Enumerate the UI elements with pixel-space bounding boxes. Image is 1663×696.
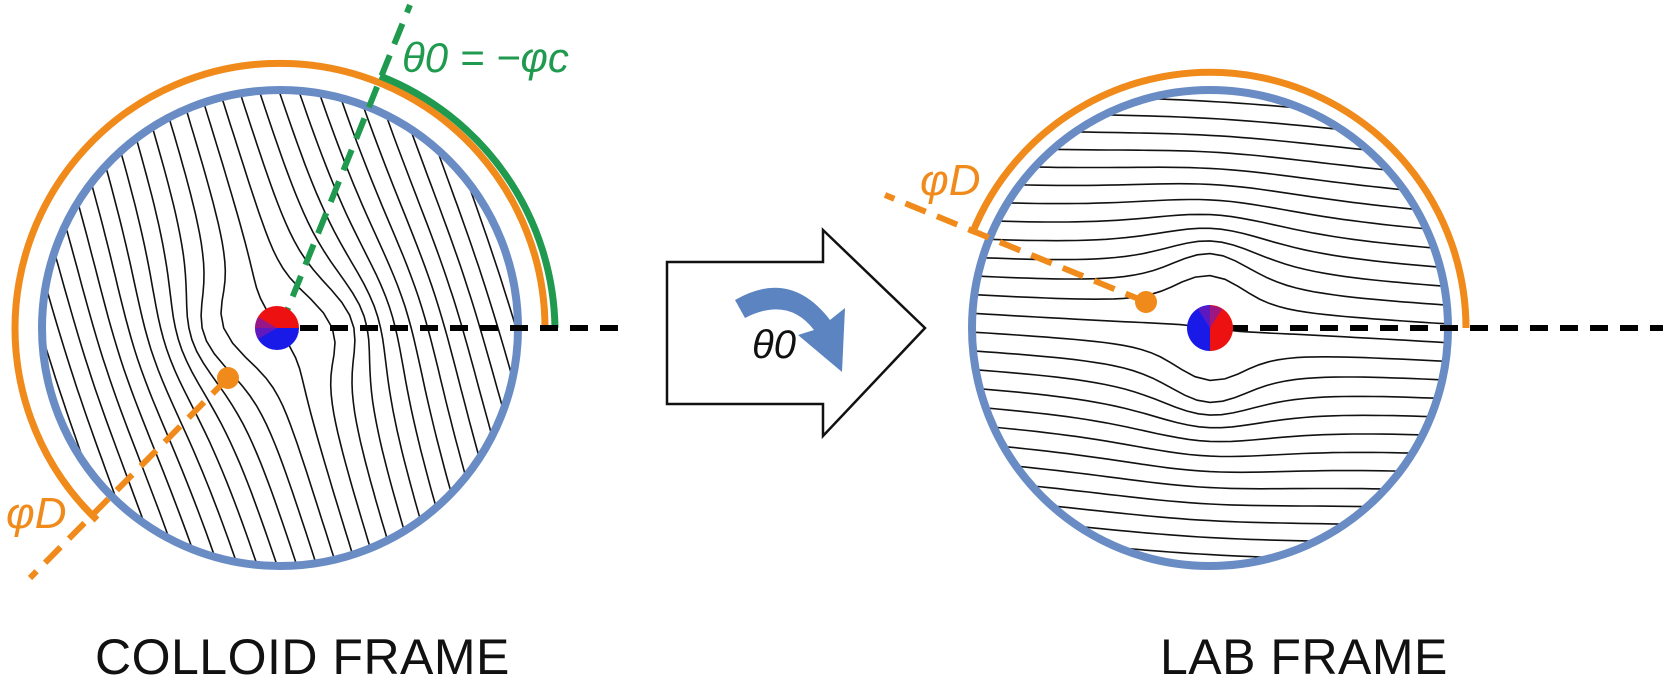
- rotate-arrow-icon: [735, 287, 845, 372]
- field-line: [972, 510, 1448, 549]
- colloid-frame-green-arc: [378, 72, 559, 329]
- field-line: [972, 364, 1448, 416]
- field-line: [44, 90, 241, 566]
- field-line: [972, 456, 1448, 494]
- field-line: [972, 240, 1448, 292]
- lab-frame-caption: LAB FRAME: [1160, 629, 1448, 685]
- colloid-frame-theta-label: θ0 = −φc: [402, 34, 569, 81]
- transform-arrow-shape: [665, 227, 927, 440]
- field-line: [972, 227, 1448, 274]
- field-line: [972, 274, 1448, 329]
- colloid-frame-green-dashed-line: [277, 3, 413, 330]
- colloid-frame-orange-dashed-line: [27, 375, 231, 581]
- field-line: [972, 382, 1448, 429]
- field-line: [140, 90, 339, 566]
- colloid-frame-defect-point: [217, 367, 239, 389]
- field-line: [972, 492, 1448, 531]
- field-line: [972, 143, 1448, 182]
- field-line: [42, 90, 183, 566]
- lab-frame-orange-arc: [968, 68, 1470, 329]
- colloid-frame-particle: [255, 306, 299, 350]
- field-line: [972, 345, 1448, 404]
- field-line: [972, 327, 1448, 382]
- field-line: [42, 90, 202, 566]
- field-line: [159, 90, 358, 566]
- transform-arrow: θ0: [665, 227, 927, 440]
- field-line: [42, 90, 164, 566]
- field-line: [972, 125, 1448, 164]
- lab-frame-particle: [1187, 305, 1233, 351]
- colloid-frame-caption: COLLOID FRAME: [95, 629, 510, 685]
- field-line: [82, 90, 280, 566]
- lab-frame-orange-dashed-line: [883, 192, 1148, 305]
- field-line: [42, 90, 125, 566]
- colloid-frame-orange-arc: [11, 59, 549, 523]
- field-line: [972, 90, 1448, 128]
- field-line: [972, 107, 1448, 146]
- field-line: [972, 474, 1448, 513]
- colloid-frame-phi-d-label: φD: [6, 489, 66, 538]
- field-line: [217, 90, 416, 566]
- field-line: [972, 252, 1448, 311]
- rotation-label: θ0: [752, 323, 796, 367]
- lab-frame-phi-d-label: φD: [920, 156, 980, 205]
- colloid-frame-panel: θ0 = −φc φD: [6, 3, 630, 581]
- field-line: [972, 213, 1448, 255]
- lab-frame-panel: φD: [883, 68, 1663, 570]
- lab-frame-defect-point: [1135, 291, 1157, 313]
- field-line: [972, 401, 1448, 443]
- field-line: [972, 528, 1448, 566]
